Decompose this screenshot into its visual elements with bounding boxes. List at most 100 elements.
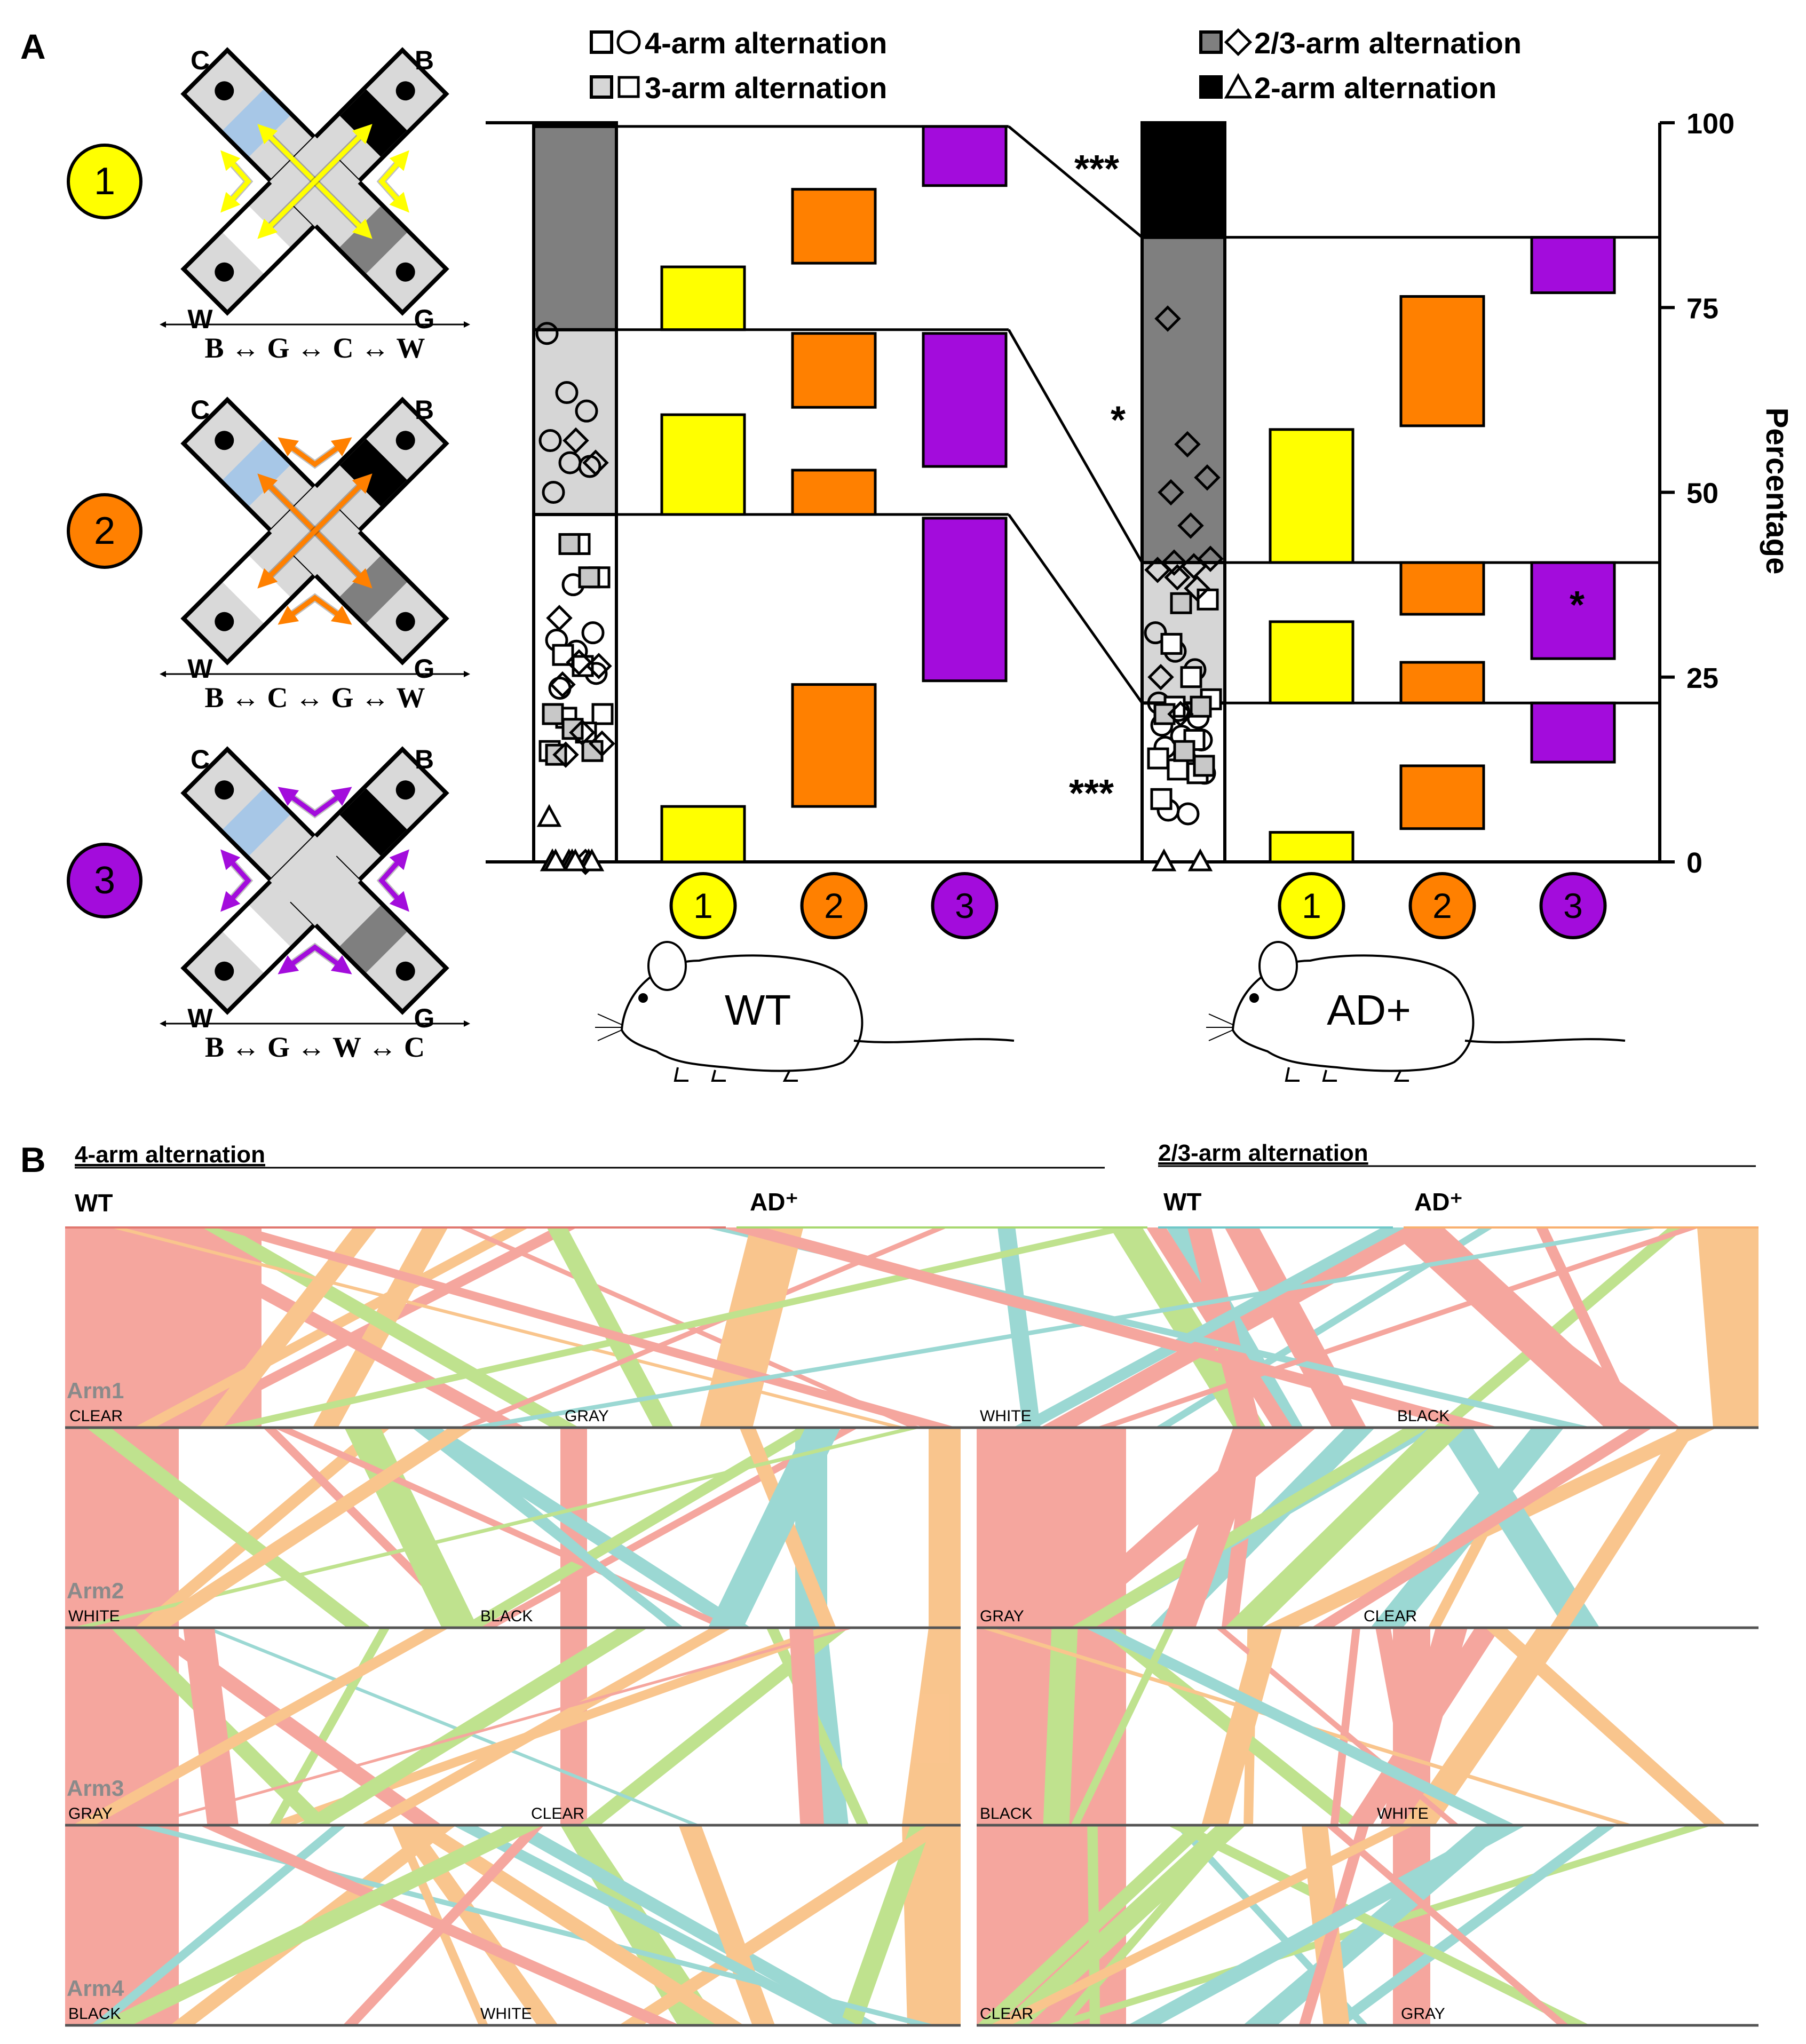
mouse-AD+: AD+: [1206, 941, 1626, 1082]
maze-3-badge: [67, 843, 142, 918]
range-bar-AD+-2: [1399, 661, 1485, 704]
data-point-gray-square: [578, 566, 600, 589]
x-label-AD+-2: 2: [1432, 886, 1452, 925]
flow-band: [1549, 1428, 1697, 1628]
flow-band: [997, 1227, 1041, 1428]
mouse-eye: [638, 993, 648, 1003]
flow-band: [1402, 1628, 1570, 1825]
mouse-ear: [647, 941, 687, 991]
transition-arrow: [278, 595, 352, 625]
data-point-diamond: [1167, 701, 1194, 727]
flow-band: [1070, 1428, 1429, 1628]
section-title-23arm: 2/3-arm alternation: [1158, 1140, 1368, 1166]
arm-food-well: [215, 81, 234, 101]
section-title-4arm: 4-arm alternation: [75, 1142, 265, 1168]
legend-item-3: 2-arm alternation: [1199, 71, 1496, 105]
data-point-diamond: [1181, 553, 1207, 580]
maze-1-badge: [67, 144, 142, 219]
flow-band: [1224, 1227, 1367, 1428]
maze-1-sequence: B ↔ G ↔ C ↔ W: [204, 332, 425, 364]
flow-band: [91, 1825, 347, 2025]
category-label: CLEAR: [531, 1805, 584, 1823]
legend-swatch: [1199, 75, 1223, 99]
flow-band: [1043, 1628, 1078, 1825]
flow-band: [1330, 1628, 1360, 1825]
flow-band: [142, 1428, 474, 1628]
data-point-circle: [581, 621, 605, 645]
flow-band: [1012, 1227, 1406, 1428]
flow-band: [498, 1825, 880, 2025]
significance-marker: ***: [1074, 148, 1119, 191]
data-point-circle: [1144, 621, 1167, 645]
category-label: GRAY: [565, 1407, 609, 1425]
legend-label-1: 3-arm alternation: [645, 71, 887, 105]
data-point-diamond: [1147, 664, 1174, 691]
flow-band: [131, 1227, 526, 1428]
data-point-square: [591, 703, 614, 725]
x-label-circle-AD+-2: [1408, 872, 1476, 939]
category-label: BLACK: [68, 2005, 121, 2023]
flow-band: [998, 1825, 1246, 2025]
data-point-square: [572, 655, 594, 677]
transition-arrow-outline: [283, 440, 347, 469]
flow-band: [699, 1227, 804, 1428]
mouse-tail: [853, 1038, 1015, 1043]
data-point-triangle: [579, 848, 605, 872]
data-point-diamond: [552, 741, 579, 768]
x-label-WT-2: 2: [824, 886, 844, 925]
transition-arrow: [220, 150, 252, 213]
stack-segment-AD+: [1140, 121, 1226, 239]
data-point-triangle: [563, 848, 588, 872]
flow-band: [453, 1825, 858, 2025]
legend-item-1: 3-arm alternation: [590, 71, 887, 105]
range-bar-AD+-2: [1399, 561, 1485, 616]
range-bar-AD+-2: [1399, 764, 1485, 830]
data-point-gray-square: [1153, 703, 1176, 725]
data-point-diamond: [566, 649, 592, 676]
flow-band: [202, 1628, 701, 1825]
flow-band: [1697, 1227, 1759, 1428]
flow-band: [65, 1428, 179, 1628]
arm-color-cue: [223, 89, 290, 157]
data-point-square: [1147, 747, 1169, 770]
data-point-gray-square: [1173, 740, 1195, 762]
flow-band: [109, 1227, 907, 1428]
arm-color-cue: [223, 905, 290, 973]
range-bar-AD+-1: [1269, 428, 1354, 564]
transition-arrow: [257, 473, 373, 589]
arm-color-cue: [339, 206, 407, 274]
range-bar-WT-3: [922, 125, 1008, 187]
category-label: GRAY: [980, 1607, 1024, 1625]
arm-letter-B: B: [415, 744, 434, 774]
arm-food-well: [215, 262, 234, 282]
x-label-circle-WT-1: [669, 872, 737, 939]
arm-letter-B: B: [415, 395, 434, 425]
range-bar-WT-2: [791, 332, 877, 409]
arm-color-cue: [223, 556, 290, 623]
data-point-gray-square: [542, 703, 564, 725]
mouse-whiskers: [1206, 1013, 1233, 1041]
data-point-diamond: [1154, 305, 1181, 332]
arm-letter-W: W: [187, 654, 213, 684]
legend-item-2: 2/3-arm alternation: [1199, 26, 1522, 60]
x-label-WT-1: 1: [693, 886, 713, 925]
maze-3-number: 3: [94, 859, 115, 902]
flow-band: [579, 1628, 849, 1825]
flow-band: [902, 1628, 961, 1825]
data-point-circle: [542, 481, 565, 504]
arm-color-cue: [339, 89, 407, 157]
legend-item-0: 4-arm alternation: [590, 26, 887, 60]
flow-band: [360, 1628, 733, 1825]
flow-band: [720, 1227, 1500, 1428]
arm-letter-W: W: [187, 304, 213, 334]
transition-arrow: [378, 150, 409, 213]
flow-band: [1167, 1825, 1590, 2025]
flow-band: [202, 1227, 580, 1428]
flow-band: [977, 1825, 1212, 2025]
flow-band: [929, 1428, 961, 1628]
legend-swatch: [590, 30, 613, 54]
data-point-diamond: [1194, 464, 1221, 491]
